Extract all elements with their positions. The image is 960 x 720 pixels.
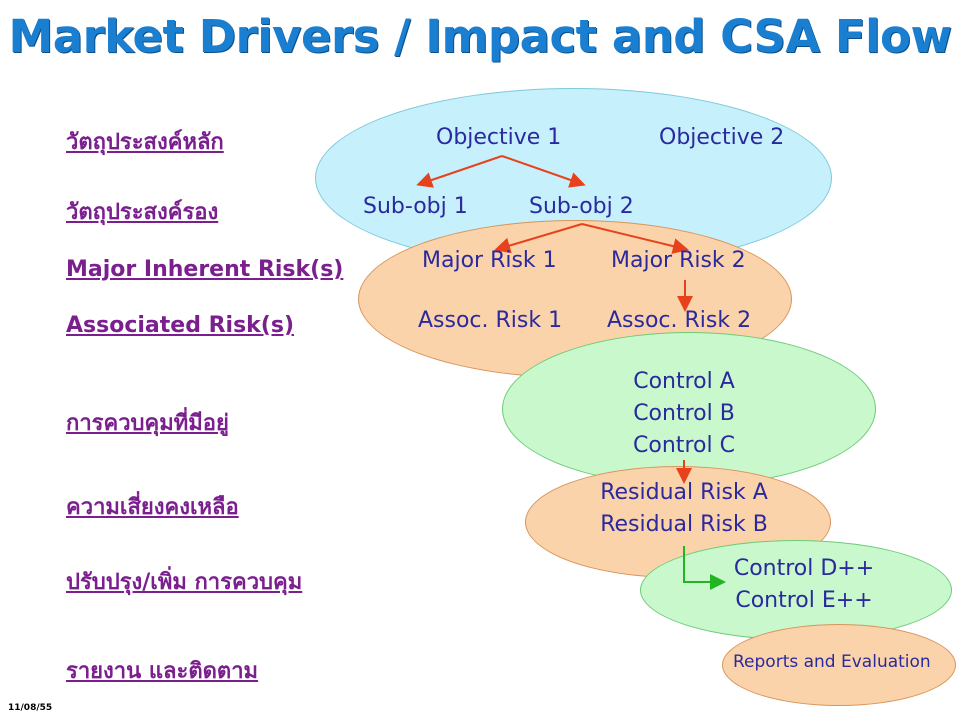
node-major-risk-2: Major Risk 2 (611, 248, 746, 273)
label-main-objective: วัตถุประสงค์หลัก (66, 130, 224, 155)
label-improve-controls: ปรับปรุง/เพิ่ม การควบคุม (66, 570, 303, 595)
node-control-a: Control A (633, 369, 735, 394)
node-residual-group: Residual Risk A Residual Risk B (574, 477, 794, 541)
arrow-obj1-to-subobj1 (416, 155, 503, 188)
footer-date: 11/08/55 (8, 703, 53, 713)
node-objective-2: Objective 2 (659, 125, 785, 150)
arrow-residual-to-new-controls (683, 546, 726, 590)
label-major-inherent-risk: Major Inherent Risk(s) (66, 257, 344, 282)
label-associated-risk: Associated Risk(s) (66, 313, 295, 338)
label-report-follow: รายงาน และติดตาม (66, 659, 259, 684)
arrow-obj1-to-subobj2 (501, 155, 586, 188)
existing-controls-ellipse (502, 332, 876, 486)
new-controls-ellipse (640, 540, 952, 640)
node-controls-group: Control A Control B Control C (584, 366, 784, 462)
reports-ellipse (722, 624, 956, 706)
node-sub-obj-1: Sub-obj 1 (363, 194, 468, 219)
node-control-d: Control D++ (733, 556, 875, 581)
arrow-subobj2-to-major1 (494, 223, 583, 254)
node-residual-risk-b: Residual Risk B (600, 512, 768, 537)
node-objective-1: Objective 1 (436, 125, 562, 150)
node-control-b: Control B (633, 401, 735, 426)
node-major-risk-1: Major Risk 1 (422, 248, 557, 273)
page-title: Market Drivers / Impact and CSA Flow (8, 10, 952, 63)
node-assoc-risk-1: Assoc. Risk 1 (418, 308, 563, 333)
node-sub-obj-2: Sub-obj 2 (529, 194, 634, 219)
label-existing-controls: การควบคุมที่มีอยู่ (66, 411, 229, 436)
node-control-e: Control E++ (735, 588, 873, 613)
node-reports: Reports and Evaluation (733, 652, 931, 672)
node-control-c: Control C (633, 433, 735, 458)
node-assoc-risk-2: Assoc. Risk 2 (607, 308, 752, 333)
label-sub-objective: วัตถุประสงค์รอง (66, 200, 219, 225)
node-residual-risk-a: Residual Risk A (600, 480, 768, 505)
label-residual-risk: ความเสี่ยงคงเหลือ (66, 495, 239, 520)
node-new-controls-group: Control D++ Control E++ (714, 553, 894, 617)
arrow-subobj2-to-major2 (581, 223, 689, 254)
